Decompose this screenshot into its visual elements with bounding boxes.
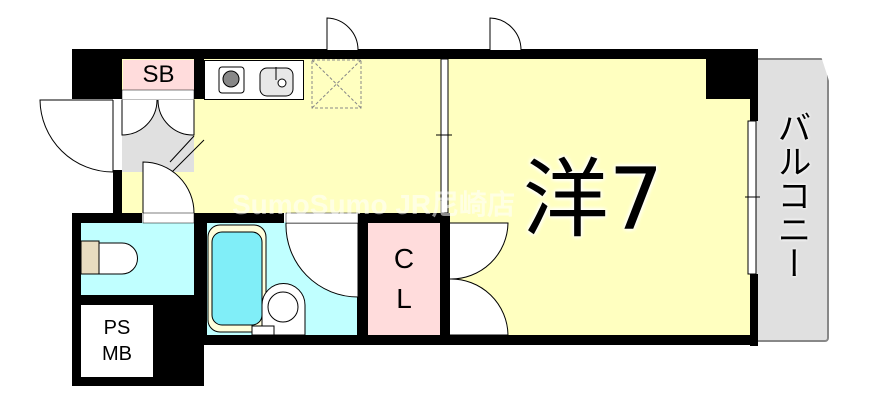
western-room-label: 洋7 xyxy=(522,150,664,250)
wall-right xyxy=(750,49,758,121)
closet-label-c: C xyxy=(393,243,415,274)
wall-ps-bottom xyxy=(72,377,204,386)
wall-mid-horizontal-3 xyxy=(358,213,450,223)
balcony-floor xyxy=(755,58,829,342)
pipe-space-label-ps: PS xyxy=(103,317,131,339)
shoe-box-area xyxy=(123,60,194,90)
shoe-box-label: SB xyxy=(142,61,175,88)
wall-mid-horizontal xyxy=(72,213,142,223)
closet-label-l: L xyxy=(396,283,412,314)
wall-top xyxy=(72,49,757,59)
wall-bottom xyxy=(200,335,758,345)
wall-sb-divider xyxy=(194,49,204,99)
wall-top-left-block xyxy=(72,49,122,99)
pipe-space-label-mb: MB xyxy=(102,343,132,365)
pipe-space-area xyxy=(81,305,153,377)
balcony-label: バルコニー xyxy=(771,110,811,280)
wall-bath-left xyxy=(194,213,207,345)
wall-closet-right xyxy=(440,213,450,345)
wall-entrance-left xyxy=(113,170,122,215)
watermark: SumoSumo JR尼崎店 xyxy=(232,189,516,220)
wall-top-right-block xyxy=(706,49,756,99)
wall-room-divider xyxy=(438,49,450,59)
wall-bath-right xyxy=(357,213,368,345)
closet-area xyxy=(368,222,440,335)
wall-mid-horizontal-2 xyxy=(194,213,284,223)
wall-toilet-bottom xyxy=(72,295,204,305)
western-room-floor xyxy=(448,59,752,335)
wall-right-lower xyxy=(750,274,758,346)
